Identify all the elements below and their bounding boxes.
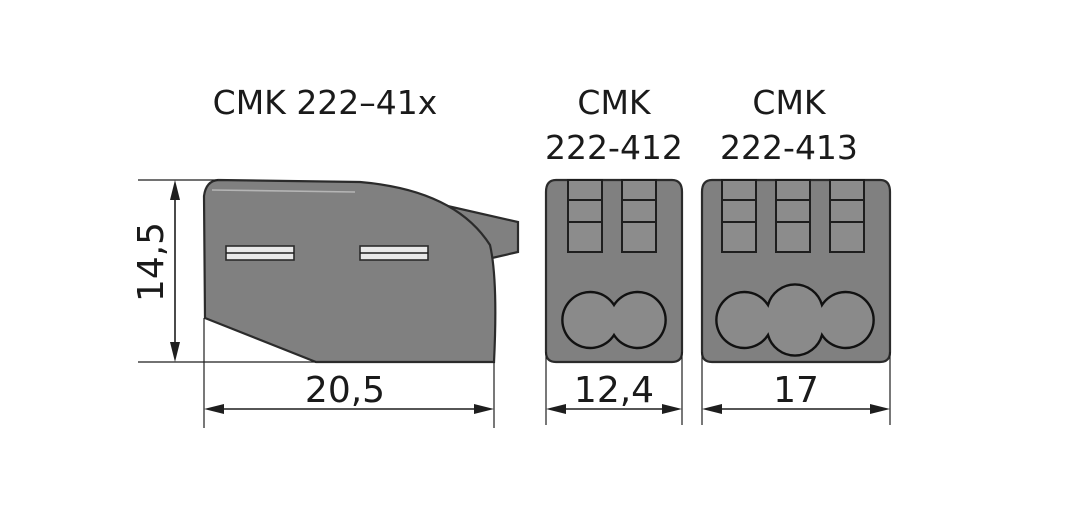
front3-title-line2: 222-413 — [720, 128, 858, 167]
front2-title-line2: 222-412 — [545, 128, 683, 167]
front2-wire-holes — [561, 290, 667, 350]
front-view-2-pole: CMK 222-412 12,4 — [544, 83, 684, 425]
side-width-dimension-label: 20,5 — [305, 370, 385, 411]
height-arrow-top — [170, 180, 180, 200]
side-view: CMK 222–41x 14,5 20,5 — [131, 83, 520, 428]
front-view-3-pole: CMK 222-413 17 — [700, 83, 892, 425]
side-view-body — [202, 178, 497, 364]
height-dimension-label: 14,5 — [131, 222, 172, 302]
front3-title-line1: CMK — [752, 83, 827, 122]
front3-lever-3 — [829, 179, 865, 253]
front2-dimension-label: 12,4 — [574, 370, 654, 411]
front3-arrow-right — [870, 404, 890, 414]
side-view-highlight — [211, 189, 356, 193]
front3-lever-1 — [721, 179, 757, 253]
height-arrow-bottom — [170, 342, 180, 362]
front3-wire-holes — [715, 283, 875, 357]
front2-title-line1: CMK — [577, 83, 652, 122]
side-width-arrow-right — [474, 404, 494, 414]
front3-arrow-left — [702, 404, 722, 414]
front3-lever-2 — [775, 179, 811, 253]
front3-dimension-label: 17 — [773, 370, 819, 411]
front2-lever-1 — [567, 179, 603, 253]
front2-arrow-left — [546, 404, 566, 414]
front2-arrow-right — [662, 404, 682, 414]
side-width-arrow-left — [204, 404, 224, 414]
front2-lever-2 — [621, 179, 657, 253]
side-view-title: CMK 222–41x — [213, 83, 438, 122]
